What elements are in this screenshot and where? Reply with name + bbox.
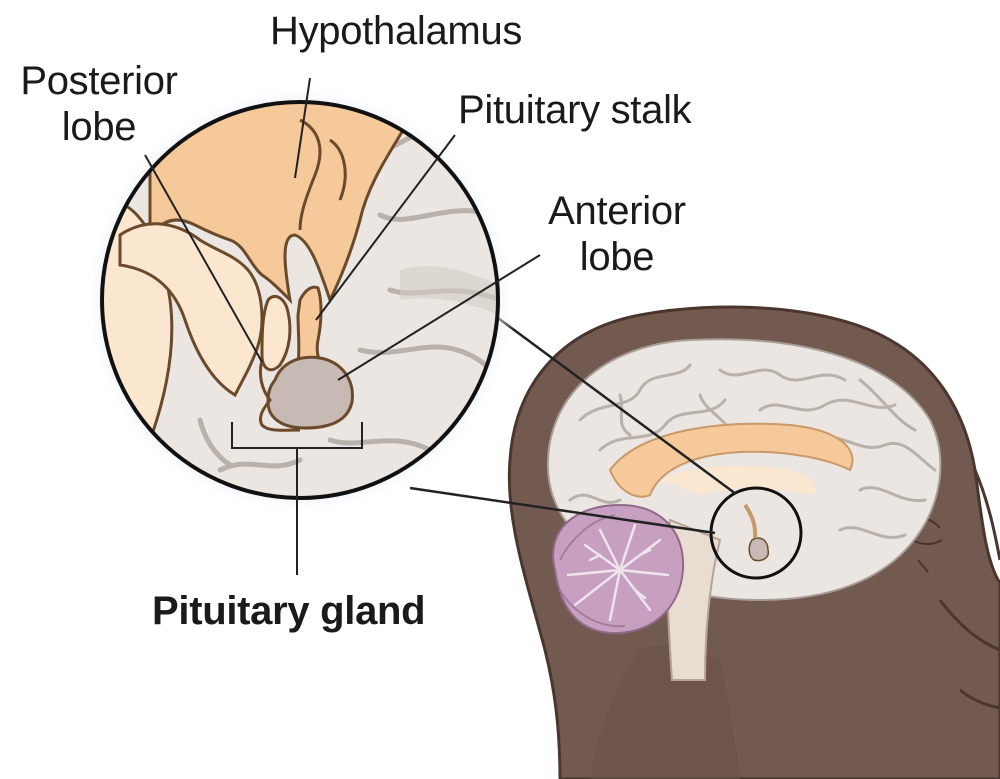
- label-anterior-lobe: Anterior lobe: [532, 188, 702, 280]
- label-hypothalamus: Hypothalamus: [270, 8, 522, 54]
- label-posterior-lobe: Posterior lobe: [6, 58, 192, 150]
- pituitary-stalk-shape: [298, 287, 322, 365]
- label-posterior-lobe-line1: Posterior: [6, 58, 192, 104]
- anterior-lobe-shape: [268, 357, 352, 428]
- label-anterior-lobe-line1: Anterior: [532, 188, 702, 234]
- pituitary-small: [749, 538, 768, 560]
- label-pituitary-gland: Pituitary gland: [152, 588, 425, 634]
- label-pituitary-stalk: Pituitary stalk: [458, 87, 691, 133]
- label-posterior-lobe-line2: lobe: [6, 104, 192, 150]
- label-anterior-lobe-line2: lobe: [532, 234, 702, 280]
